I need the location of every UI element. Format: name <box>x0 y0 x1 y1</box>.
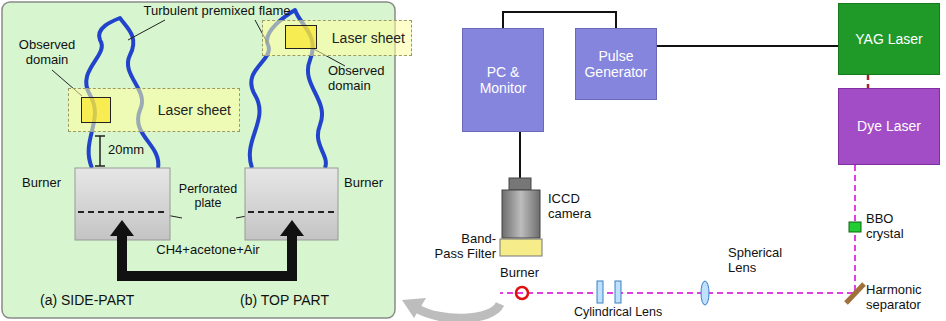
part-label: Burner <box>500 266 550 281</box>
cylindrical-lens <box>597 281 603 303</box>
spherical-lens <box>701 281 709 305</box>
observed-domain-box <box>81 97 111 123</box>
bbo-crystal <box>849 222 861 232</box>
burner-body <box>75 168 170 240</box>
cable <box>519 132 521 178</box>
part-label: CH4+acetone+Air <box>146 243 270 258</box>
node-label: Laser sheet <box>332 30 405 46</box>
part-label: Observed domain <box>328 64 390 94</box>
device-box: Pulse Generator <box>575 28 657 100</box>
part-label: Cylindrical Lens <box>574 305 684 319</box>
part-label: Harmonic separator <box>866 283 944 313</box>
node-label: Pulse Generator <box>582 48 650 80</box>
part-label: (b) TOP PART <box>240 292 380 308</box>
node-label: PC & Monitor <box>469 64 537 96</box>
burner-body <box>245 168 338 240</box>
connector <box>867 75 870 88</box>
perforated-plate <box>248 211 335 213</box>
part-label: 20mm <box>108 143 158 158</box>
perforated-plate <box>78 211 167 213</box>
part-label: (a) SIDE-PART <box>40 292 180 308</box>
part-label: Burner <box>344 176 392 191</box>
camera-mount <box>509 178 531 190</box>
burner-symbol <box>516 287 528 299</box>
part-label: Band- Pass Filter <box>432 232 496 262</box>
part-label: Observed domain <box>16 38 78 68</box>
camera-body <box>502 190 540 238</box>
connector <box>503 12 616 28</box>
part-label: Perforated plate <box>174 182 242 211</box>
node-label: Laser sheet <box>158 102 231 118</box>
part-label: Turbulent premixed flame <box>132 4 302 19</box>
harmonic-separator <box>846 284 864 303</box>
gas-supply-arrow <box>110 220 304 276</box>
device-box: PC & Monitor <box>462 28 544 132</box>
laser-box: Dye Laser <box>838 88 940 165</box>
bandpass-filter <box>500 239 542 256</box>
connector <box>657 45 838 47</box>
node-label: Dye Laser <box>857 118 921 134</box>
laser-beam <box>500 165 855 293</box>
cylindrical-lens <box>615 281 621 303</box>
laser-sheet: Laser sheet <box>68 88 240 132</box>
part-label: Spherical Lens <box>728 246 792 276</box>
laser-box: YAG Laser <box>838 3 940 75</box>
laser-sheet: Laser sheet <box>262 20 412 56</box>
part-label: BBO crystal <box>866 212 922 242</box>
leader-line <box>128 20 165 40</box>
dimension-mark <box>95 136 105 166</box>
part-label: ICCD camera <box>548 192 604 222</box>
node-label: YAG Laser <box>855 31 922 47</box>
pointer-arrow <box>402 298 500 318</box>
part-label: Burner <box>22 176 72 191</box>
observed-domain-box <box>285 25 317 49</box>
